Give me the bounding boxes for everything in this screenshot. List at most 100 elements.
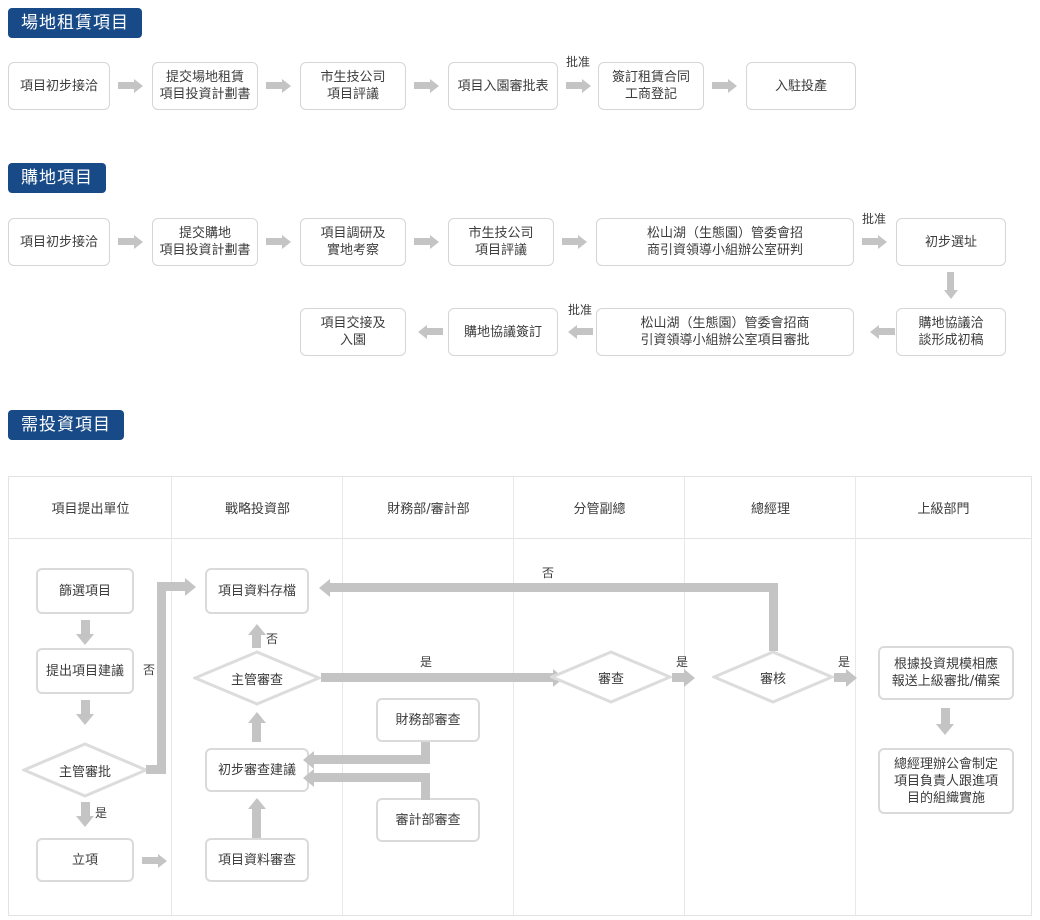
- node-supervisor-approval: 主管審批: [22, 742, 148, 798]
- arrowhead-land-r1-2-3: [282, 235, 291, 249]
- node-establish-project: 立項: [36, 838, 134, 882]
- node-propose-project: 提出項目建議: [36, 648, 134, 694]
- edge-label-no-gm-to-archive: 否: [542, 566, 555, 580]
- edge-label-land-approve-1: 批准: [862, 212, 887, 226]
- arrowhead-venue-2-3: [282, 79, 291, 93]
- lane-header-2: 戰略投資部: [224, 502, 290, 517]
- node-gm-office-implement: 總經理辦公會制定 項目負責人跟進項 目的組織實施: [878, 748, 1014, 814]
- arrow-no-approval-h1: [146, 765, 166, 774]
- node-venue-step-1: 項目初步接洽: [8, 62, 110, 110]
- arrow-finance-v: [421, 742, 430, 762]
- section-badge-investment-required: 需投資項目: [8, 410, 124, 440]
- arrowhead-venue-1-2: [134, 79, 143, 93]
- arrowhead-finance-to-advice: [303, 751, 314, 769]
- node-land-r1-2: 提交購地 項目投資計劃書: [152, 218, 258, 266]
- arrow-propose-to-approval: [81, 700, 90, 714]
- node-land-r2-2: 購地協議簽訂: [448, 308, 558, 356]
- arrowhead-data-to-advice: [248, 798, 266, 809]
- arrowhead-land-r2-4-3: [870, 325, 879, 339]
- arrowhead-land-r1-3-4: [430, 235, 439, 249]
- node-vp-review-label: 審查: [597, 671, 624, 687]
- edge-label-no-supervisor-approval: 否: [143, 663, 156, 677]
- arrow-yes-gm-review: [834, 673, 846, 682]
- arrowhead-no-approval: [185, 578, 196, 596]
- arrowhead-approval-yes: [76, 816, 94, 827]
- arrow-no-approval-h2: [157, 582, 185, 591]
- arrowhead-venue-5-6: [728, 79, 737, 93]
- arrowhead-establish-to-review-data: [158, 854, 167, 868]
- arrowhead-venue-4-5: [582, 79, 591, 93]
- node-land-r1-5: 松山湖（生態園）管委會招 商引資領導小組辦公室研判: [596, 218, 854, 266]
- arrow-no-gm-v: [769, 583, 778, 651]
- lane-header-4: 分管副總: [573, 502, 626, 517]
- node-vp-review: 審查: [550, 650, 672, 704]
- node-land-r2-3: 松山湖（生態園）管委會招商 引資領導小組辦公室項目審批: [596, 308, 854, 356]
- node-venue-step-6: 入駐投產: [746, 62, 856, 110]
- node-supervisor-review-label: 主管審查: [230, 672, 283, 688]
- edge-label-no-supervisor-review: 否: [266, 632, 279, 646]
- arrow-audit-h: [314, 773, 430, 782]
- arrowhead-land-r1-5-6: [878, 235, 887, 249]
- node-report-upper: 根據投資規模相應 報送上級審批/備案: [878, 646, 1014, 700]
- arrow-land-r2-2-1: [427, 328, 443, 335]
- arrowhead-land-down: [944, 290, 958, 299]
- arrow-screen-to-propose: [81, 620, 90, 634]
- node-preliminary-review-advice: 初步審查建議: [205, 748, 309, 792]
- lane-header-6: 上級部門: [917, 502, 970, 517]
- edge-label-yes-supervisor-review: 是: [420, 655, 433, 669]
- arrowhead-venue-3-4: [430, 79, 439, 93]
- lane-column-2: [172, 477, 343, 915]
- lane-header-1: 項目提出單位: [51, 502, 130, 517]
- arrow-venue-3-4: [414, 82, 430, 89]
- arrowhead-audit-to-advice: [303, 769, 314, 787]
- node-land-r1-4: 市生技公司 項目評議: [448, 218, 554, 266]
- lane-column-1: [9, 477, 172, 915]
- node-review-project-data: 項目資料審查: [205, 838, 309, 882]
- node-gm-review: 審核: [712, 650, 834, 704]
- arrow-land-r2-4-3: [879, 328, 895, 335]
- node-screen-projects: 篩選項目: [36, 568, 134, 614]
- arrow-report-to-implement: [941, 708, 950, 724]
- edge-label-yes-supervisor-approval: 是: [95, 806, 108, 820]
- node-land-r2-4: 購地協議洽 談形成初稿: [896, 308, 1006, 356]
- arrow-no-supervisor-review: [252, 634, 261, 648]
- node-finance-review: 財務部審查: [376, 698, 480, 742]
- arrowhead-land-r2-3-2: [568, 325, 577, 339]
- arrowhead-propose-to-approval: [76, 714, 94, 725]
- arrow-no-approval-v: [157, 582, 166, 774]
- edge-label-yes-gm-review: 是: [838, 655, 851, 669]
- arrow-data-to-advice: [252, 808, 261, 838]
- arrow-venue-1-2: [118, 82, 134, 89]
- node-venue-step-3: 市生技公司 項目評議: [300, 62, 406, 110]
- arrow-venue-4-5: [566, 82, 582, 89]
- lane-column-4: [514, 477, 685, 915]
- arrow-approval-yes: [81, 802, 90, 816]
- node-land-r1-3: 項目調研及 實地考察: [300, 218, 406, 266]
- arrowhead-no-gm-to-archive: [319, 579, 330, 597]
- arrow-land-r1-2-3: [266, 238, 282, 245]
- arrow-finance-h: [314, 755, 430, 764]
- node-archive-data: 項目資料存檔: [205, 568, 309, 614]
- arrowhead-land-r1-4-5: [578, 235, 587, 249]
- arrow-yes-vp-review: [672, 673, 684, 682]
- arrow-land-down: [947, 272, 954, 290]
- arrowhead-advice-to-review: [248, 712, 266, 723]
- lane-header-5: 總經理: [750, 502, 790, 517]
- arrowhead-land-r1-1-2: [134, 235, 143, 249]
- arrowhead-yes-vp-review: [684, 669, 695, 687]
- arrow-yes-supervisor-review: [321, 673, 553, 682]
- node-venue-step-2: 提交場地租賃 項目投資計劃書: [152, 62, 258, 110]
- arrow-land-r2-3-2: [577, 328, 593, 335]
- arrow-advice-to-review: [252, 722, 261, 742]
- arrow-land-r1-4-5: [562, 238, 578, 245]
- section-badge-land-purchase: 購地項目: [8, 163, 106, 193]
- arrow-land-r1-3-4: [414, 238, 430, 245]
- arrow-land-r1-5-6: [862, 238, 878, 245]
- edge-label-venue-approve: 批准: [566, 55, 591, 69]
- swimlane-table: 項目提出單位 戰略投資部 財務部/審計部 分管副總 總經理 上級部門: [8, 476, 1032, 916]
- node-gm-review-label: 審核: [759, 671, 786, 687]
- arrow-venue-5-6: [712, 82, 728, 89]
- arrowhead-screen-to-propose: [76, 634, 94, 645]
- arrow-audit-v: [421, 776, 430, 800]
